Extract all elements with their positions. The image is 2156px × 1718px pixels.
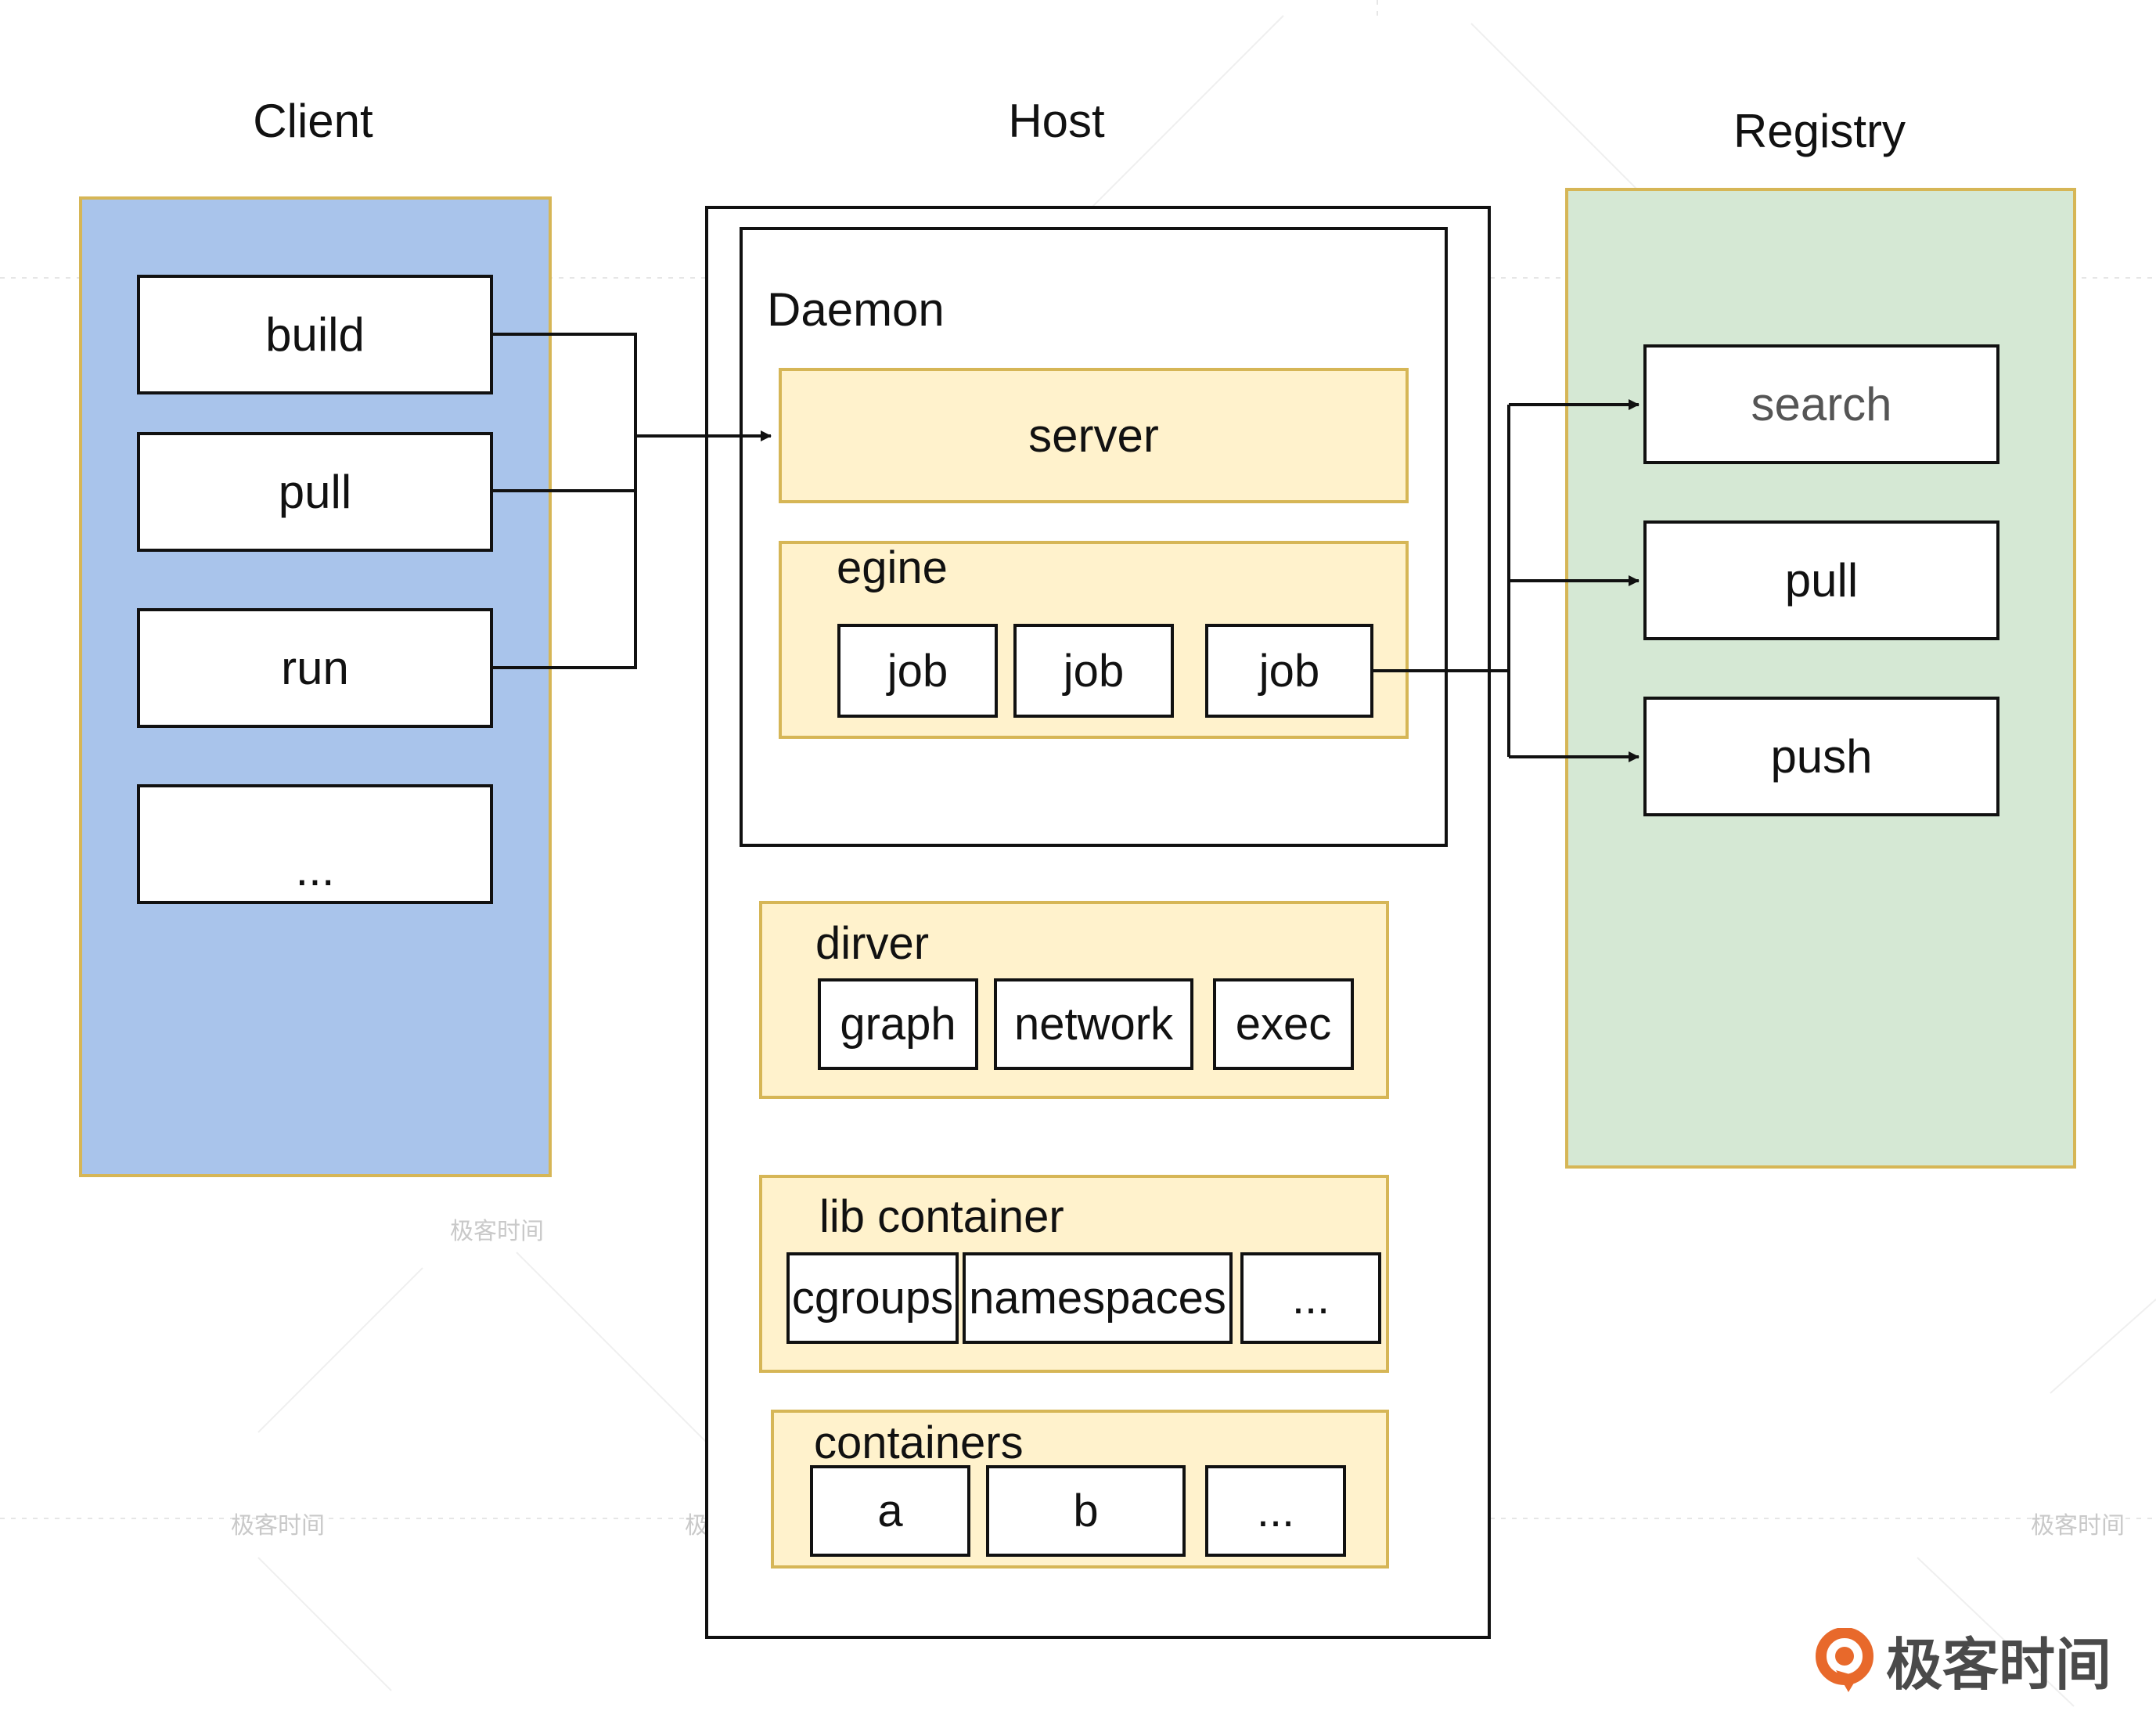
client-title: Client (253, 95, 373, 147)
registry-panel (1565, 188, 2076, 1169)
engine-job: job (1013, 624, 1174, 718)
engine-job: job (1205, 624, 1373, 718)
server-component: server (779, 368, 1409, 503)
container-b: b (986, 1465, 1186, 1557)
brand-logo: 极客时间 (1814, 1619, 2111, 1701)
client-run-command: run (137, 608, 493, 728)
driver-exec: exec (1213, 978, 1354, 1070)
watermark-label: 极客时间 (450, 1218, 544, 1245)
engine-job: job (837, 624, 998, 718)
logo-text: 极客时间 (1886, 1632, 2112, 1698)
lib-container-label: lib container (819, 1191, 1064, 1242)
host-title: Host (1008, 95, 1105, 147)
driver-network: network (994, 978, 1193, 1070)
registry-push-command: push (1643, 697, 1999, 816)
registry-search-command: search (1643, 344, 1999, 464)
lib-namespaces: namespaces (963, 1252, 1233, 1344)
daemon-label: Daemon (767, 283, 945, 336)
client-more-commands: ... (137, 784, 493, 904)
registry-pull-command: pull (1643, 520, 1999, 640)
daemon-panel (740, 227, 1448, 847)
watermark-label: 极客时间 (2031, 1512, 2125, 1540)
client-build-command: build (137, 275, 493, 394)
logo-icon (1816, 1627, 1873, 1692)
lib-cgroups: cgroups (786, 1252, 959, 1344)
watermark-label: 极客时间 (231, 1512, 325, 1540)
registry-title: Registry (1733, 105, 1906, 157)
server-label: server (1028, 409, 1159, 462)
driver-graph: graph (818, 978, 978, 1070)
engine-label: egine (837, 542, 948, 593)
lib-more: ... (1240, 1252, 1381, 1344)
container-more: ... (1205, 1465, 1346, 1557)
driver-label: dirver (815, 918, 930, 969)
container-a: a (810, 1465, 970, 1557)
client-pull-command: pull (137, 432, 493, 552)
containers-label: containers (814, 1417, 1024, 1468)
